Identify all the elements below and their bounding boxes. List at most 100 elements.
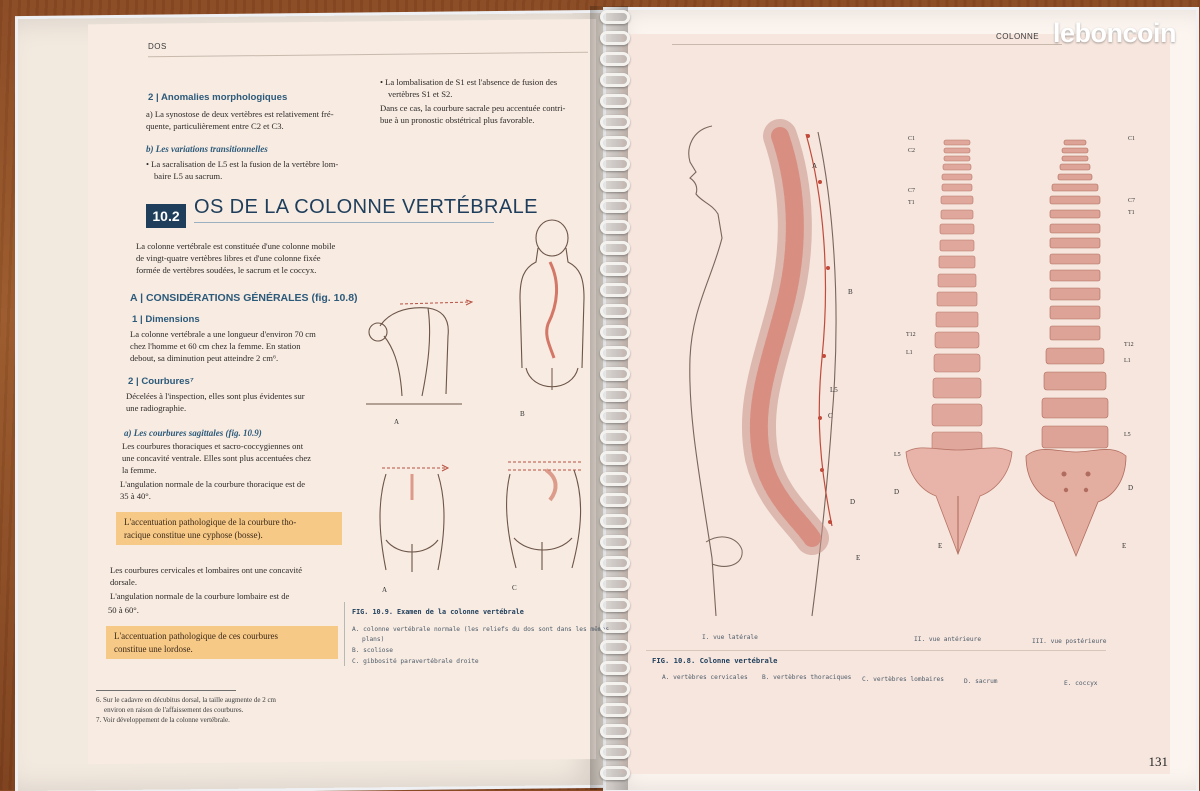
text-line: a) La synostose de deux vertèbres est re… [146, 109, 334, 119]
caption-item: B. scoliose [352, 647, 393, 654]
vertebra-label: C1 [1128, 136, 1136, 142]
footnote-line: 6. Sur le cadavre en décubitus dorsal, l… [96, 696, 276, 704]
caption-item: C. vertèbres lombaires [862, 676, 944, 683]
vertebra-label: L5 [894, 452, 901, 458]
vertebra-label: L1 [906, 350, 913, 356]
binding-ring [600, 388, 630, 402]
text-line: vertèbres S1 et S2. [388, 89, 453, 99]
text-line: 50 à 60°. [108, 605, 139, 615]
right-running-head: COLONNE [996, 32, 1040, 41]
footnote-rule [96, 690, 236, 691]
lateral-l5-label: L5 [830, 386, 838, 394]
binding-ring [600, 10, 630, 24]
text-line: • La lombalisation de S1 est l'absence d… [380, 77, 558, 87]
binding-ring [600, 52, 630, 66]
binding-ring [600, 430, 630, 444]
left-running-head: DOS [148, 42, 167, 51]
vertebra-label: C7 [908, 188, 916, 194]
binding-ring [600, 199, 630, 213]
binding-ring [600, 136, 630, 150]
binding-ring [600, 346, 630, 360]
binding-ring [600, 535, 630, 549]
vertebra-label: T1 [908, 200, 915, 206]
vertebra-label: C7 [1128, 198, 1136, 204]
binding-ring [600, 325, 630, 339]
caption-item: A. vertèbres cervicales [662, 674, 748, 681]
binding-ring [600, 661, 630, 675]
binding-ring [600, 262, 630, 276]
binding-ring [600, 283, 630, 297]
figure-caption-rule [344, 602, 345, 666]
text-line: debout, sa diminution peut atteindre 2 c… [130, 353, 279, 363]
curve-label-b: B [848, 288, 853, 296]
curve-label-a: A [812, 162, 818, 170]
text-line: La colonne vertébrale a une longueur d'e… [130, 329, 316, 339]
anterior-view-illustration [905, 139, 1013, 556]
binding-ring [600, 304, 630, 318]
curve-label-e: E [856, 554, 861, 562]
figure-label-b: B [520, 410, 525, 418]
text-line: 35 à 40°. [120, 491, 151, 501]
text-line: de vingt-quatre vertèbres libres et d'un… [136, 253, 321, 263]
vertebra-label: T12 [1124, 342, 1134, 348]
section-title: OS DE LA COLONNE VERTÉBRALE [194, 196, 538, 218]
section-title-underline [194, 222, 494, 223]
text-line: Les courbures thoraciques et sacro-coccy… [122, 441, 304, 451]
vertebra-label: T12 [906, 332, 916, 338]
considerations-heading: A | CONSIDÉRATIONS GÉNÉRALES (fig. 10.8) [130, 292, 358, 304]
vertebra-label: D [1128, 484, 1134, 492]
footnote-line: 7. Voir développement de la colonne vert… [96, 716, 230, 724]
vertebra-label: L5 [1124, 432, 1131, 438]
binding-ring [600, 220, 630, 234]
text-line: une radiographie. [126, 403, 187, 413]
lordose-callout: L'accentuation pathologique de ces courb… [106, 626, 338, 659]
binding-ring [600, 703, 630, 717]
binding-ring [600, 745, 630, 759]
normal-back-illustration [379, 464, 450, 572]
binding-ring [600, 766, 630, 780]
text-line: dorsale. [110, 577, 137, 587]
curve-label-c: C [828, 412, 833, 420]
caption-item: C. gibbosité paravertébrale droite [352, 658, 479, 665]
text-line: bue à un pronostic obstétrical plus favo… [380, 115, 535, 125]
cyphose-callout: L'accentuation pathologique de la courbu… [116, 512, 342, 545]
vertebra-label: E [938, 542, 943, 550]
callout-line: L'accentuation pathologique de ces courb… [114, 631, 279, 641]
binding-ring [600, 577, 630, 591]
curve-label-d: D [850, 498, 856, 506]
right-header-rule [672, 44, 1062, 45]
scoliosis-back-illustration [519, 219, 585, 390]
callout-line: racique constitue une cyphose (bosse). [124, 529, 263, 540]
callout-line: constitue une lordose. [114, 643, 193, 654]
binding-ring [600, 115, 630, 129]
leboncoin-watermark: leboncoin [1053, 18, 1177, 48]
text-line: chez l'homme et 60 cm chez la femme. En … [130, 341, 301, 351]
vertebra-label: E [1122, 542, 1127, 550]
view-label-posterior: III. vue postérieure [1032, 638, 1107, 645]
caption-rule [646, 650, 1106, 651]
text-line: L'angulation normale de la courbure thor… [120, 479, 306, 489]
vertebra-label: T1 [1128, 210, 1135, 216]
text-line: baire L5 au sacrum. [154, 171, 223, 181]
caption-item: D. sacrum [964, 678, 998, 685]
gibbosity-back-illustration [506, 461, 582, 570]
binding-ring [600, 724, 630, 738]
view-label-anterior: II. vue antérieure [914, 636, 982, 643]
vertebra-label: C2 [908, 148, 916, 154]
binding-ring [600, 493, 630, 507]
text-line: formée de vertèbres soudées, le sacrum e… [136, 265, 317, 275]
text-line: la femme. [122, 465, 157, 475]
text-line: Les courbures cervicales et lombaires on… [110, 565, 303, 575]
view-label-lateral: I. vue latérale [702, 634, 758, 641]
footnote-line: environ en raison de l'affaissement des … [104, 706, 244, 714]
section-number-badge: 10.2 [146, 204, 186, 228]
binding-ring [600, 514, 630, 528]
figure-label-a2: A [382, 586, 388, 594]
variations-heading: b) Les variations transitionnelles [146, 144, 268, 154]
binding-ring [600, 94, 630, 108]
binding-ring [600, 556, 630, 570]
binding-ring [600, 157, 630, 171]
binding-ring [600, 598, 630, 612]
callout-line: L'accentuation pathologique de la courbu… [124, 517, 297, 527]
figure-label-a1: A [394, 418, 400, 426]
